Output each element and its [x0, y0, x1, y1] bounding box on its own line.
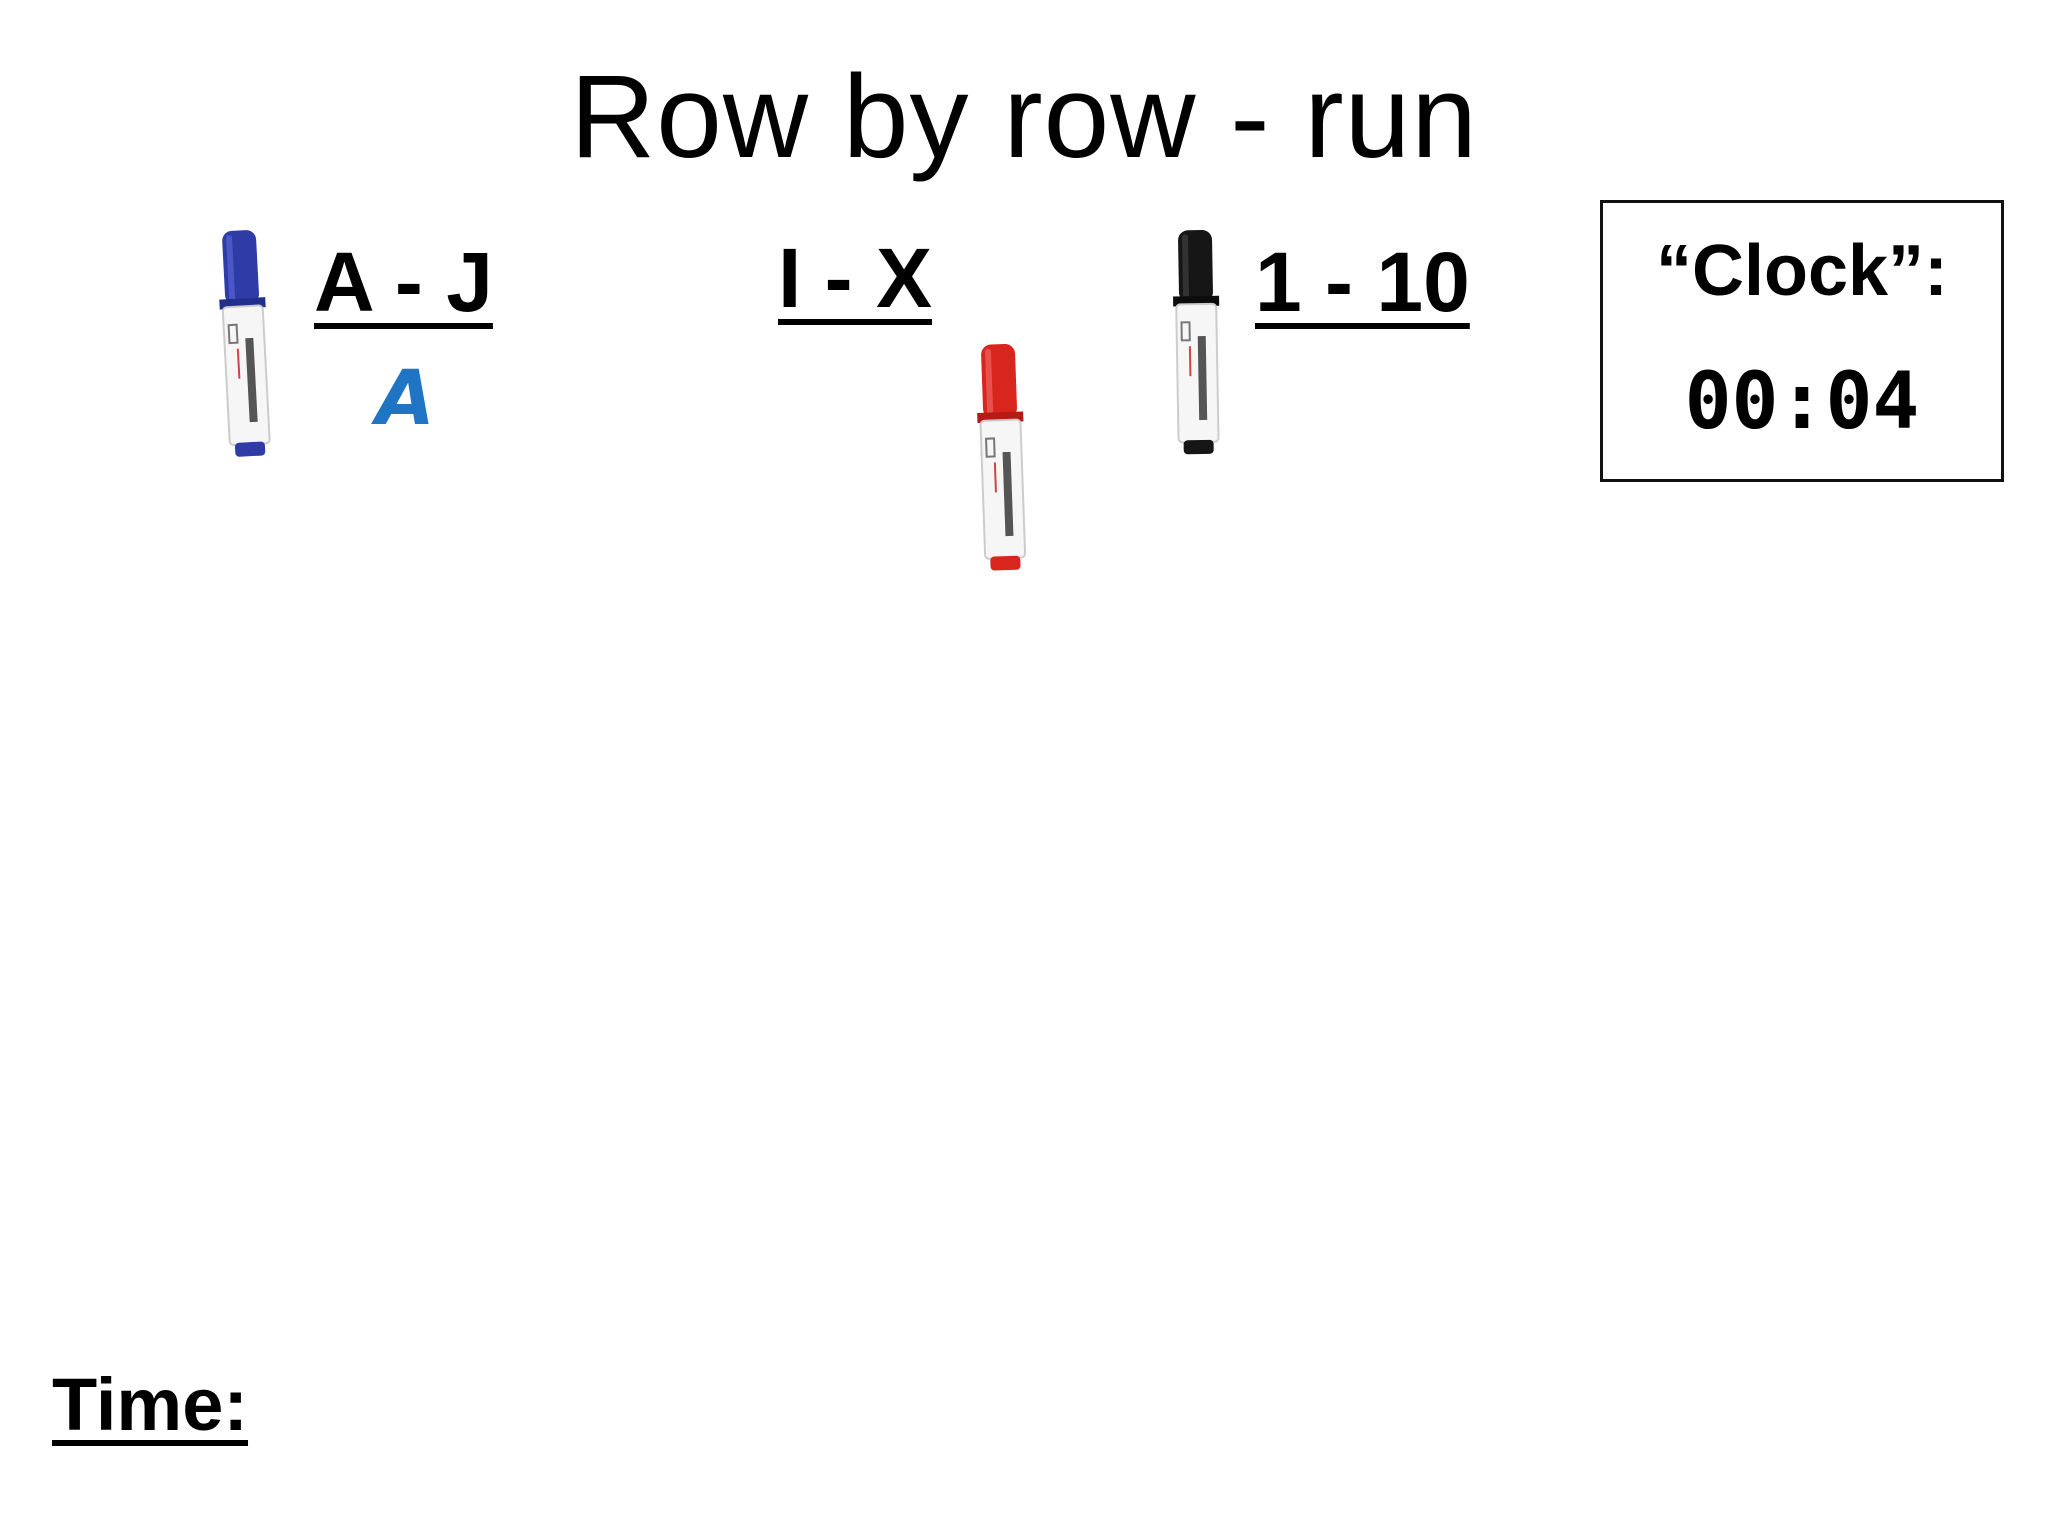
- time-label: Time:: [52, 1363, 249, 1446]
- black-marker-icon: [1168, 227, 1238, 475]
- clock-label: “Clock”:: [1655, 231, 1949, 311]
- written-letter: A: [376, 353, 435, 442]
- heading-numbers: 1 - 10: [1255, 235, 1470, 329]
- blue-marker-icon: [212, 226, 291, 476]
- heading-letters: A - J: [314, 235, 493, 329]
- clock-value: 00:04: [1684, 357, 1920, 447]
- clock-panel: “Clock”: 00:04: [1600, 200, 2004, 482]
- heading-roman-numerals: I - X: [778, 231, 933, 325]
- page-title: Row by row - run: [570, 51, 1478, 183]
- red-marker-icon: [971, 341, 1046, 590]
